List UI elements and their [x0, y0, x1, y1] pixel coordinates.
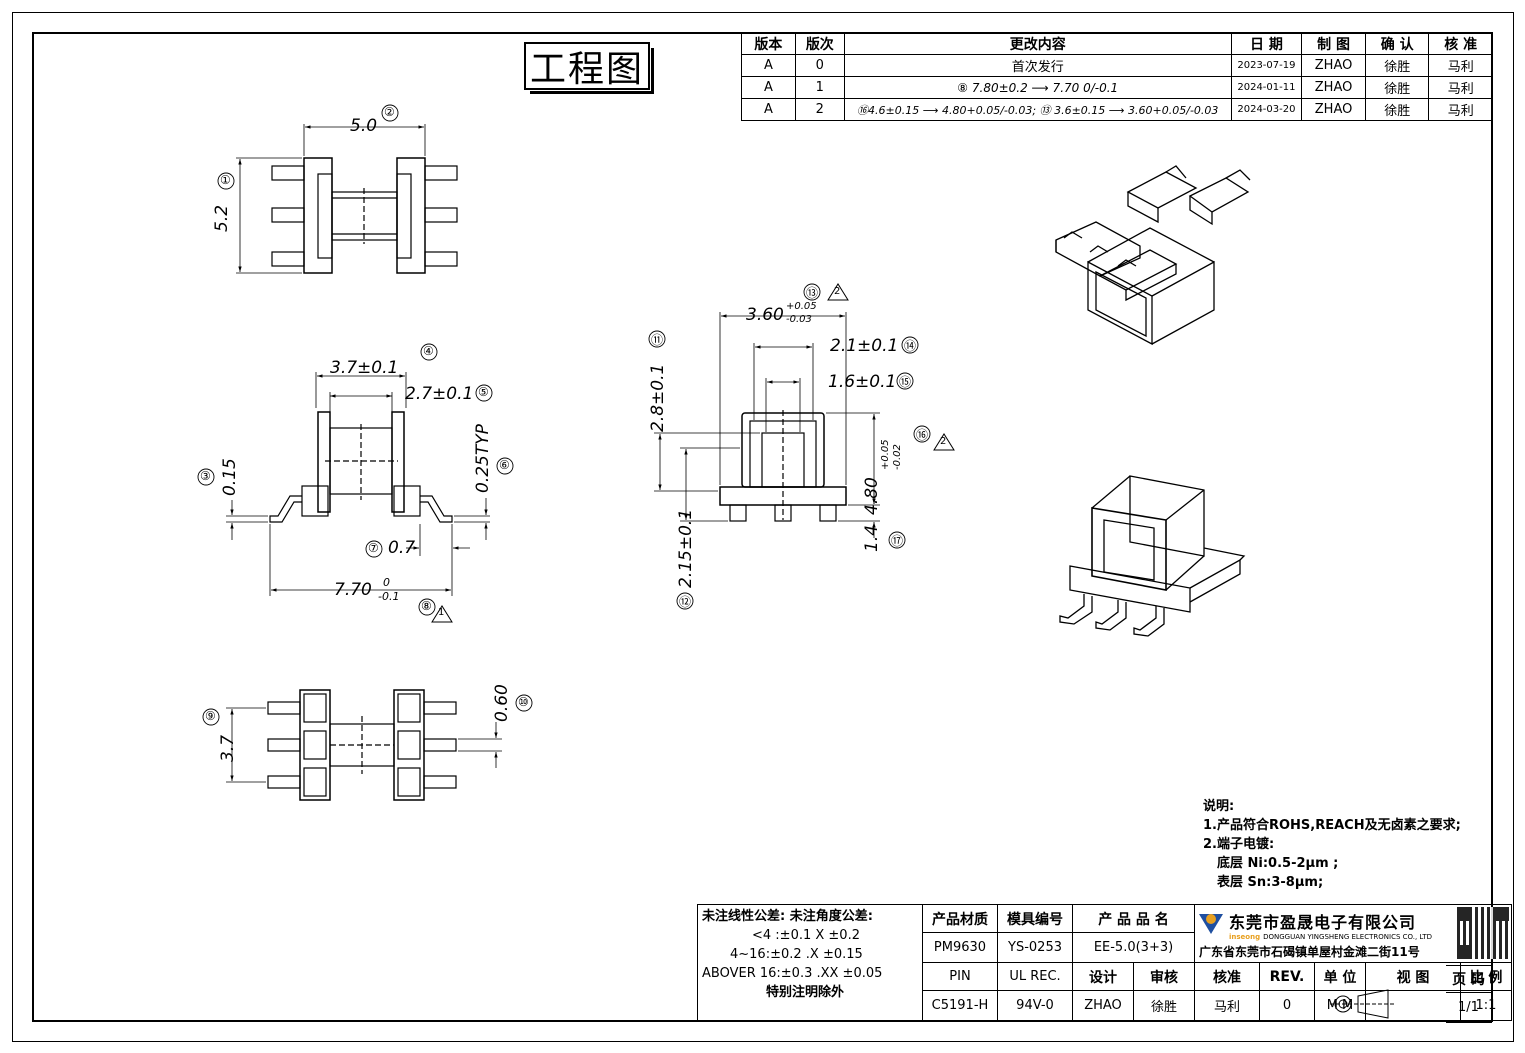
- tolerance-block: 未注线性公差: 未注角度公差: <4 :±0.1 X ±0.2 4~16:±0.…: [697, 904, 923, 1021]
- rev-header-drawn: 制 图: [1301, 32, 1366, 55]
- dim-front-h2: 2.15±0.1: [676, 508, 696, 588]
- ref-15: ⑮: [899, 375, 912, 389]
- dim-side-inner2: 2.7±0.1: [405, 384, 474, 404]
- dim-front-h3-upper: +0.05: [880, 439, 891, 470]
- ref-12: ⑫: [679, 595, 692, 609]
- ref-13: ⑬: [806, 286, 819, 300]
- dim-side-total-lower: -0.1: [378, 590, 400, 603]
- page-number: 1/1: [1446, 993, 1492, 1023]
- rev-header-date: 日 期: [1230, 32, 1303, 55]
- side-view: [226, 372, 490, 596]
- front-view: [654, 312, 880, 538]
- ref-9: ⑨: [205, 709, 216, 723]
- revision-table: 版本 版次 更改内容 日 期 制 图 确 认 核 准 A 0 首次发行 2023…: [741, 32, 1493, 121]
- qr-code-icon: [1457, 907, 1509, 959]
- ref-2: ②: [384, 105, 395, 119]
- dim-front-w3: 1.6±0.1: [828, 372, 897, 392]
- dim-side-pin-thick: 0.25TYP: [473, 424, 493, 493]
- dim-front-h1: 2.8±0.1: [648, 363, 668, 432]
- dim-front-w1-upper: +0.05: [786, 301, 817, 312]
- dim-side-total: 7.70: [334, 580, 372, 600]
- outer-border: [12, 12, 1514, 1042]
- dim-front-h3-lower: -0.02: [892, 444, 903, 470]
- dim-front-h4: 1.4: [862, 524, 882, 552]
- dim-front-h3: 4.80: [862, 477, 882, 515]
- notes: 说明: 1.产品符合ROHS,REACH及无卤素之要求; 2.端子电镀: 底层 …: [1203, 799, 1461, 890]
- dim-front-w2: 2.1±0.1: [830, 336, 899, 356]
- ref-4: ④: [423, 344, 434, 358]
- bottom-view: [226, 689, 502, 801]
- ref-1: ①: [220, 173, 231, 187]
- ref-17: ⑰: [891, 534, 904, 548]
- dim-side-pin-len: 0.7: [388, 538, 416, 558]
- rev-header-confirm: 确 认: [1364, 32, 1430, 55]
- rev-flag-2b: 2: [940, 436, 947, 447]
- ref-7: ⑦: [368, 541, 379, 555]
- dim-top-height: 5.2: [212, 204, 232, 232]
- rev-row: A 0 首次发行 2023-07-19 ZHAO 徐胜 马利: [741, 54, 1493, 77]
- ref-16: ⑯: [916, 428, 929, 442]
- ref-6: ⑥: [499, 458, 510, 472]
- ref-14: ⑭: [904, 339, 917, 353]
- dim-side-stand: 0.15: [220, 458, 240, 496]
- rev-flag-1: 1: [438, 607, 445, 618]
- title-block: 未注线性公差: 未注角度公差: <4 :±0.1 X ±0.2 4~16:±0.…: [697, 904, 1512, 1021]
- dim-bottom-pin: 0.60: [492, 684, 512, 722]
- top-view: [236, 124, 458, 274]
- ref-8: ⑧: [421, 599, 432, 613]
- rev-row: A 1 ⑧ 7.80±0.2 ⟶ 7.70 0/-0.1 2024-01-11 …: [741, 76, 1493, 99]
- ref-10: ⑩: [518, 695, 529, 709]
- dim-front-w1: 3.60: [746, 305, 784, 325]
- company-logo-icon: [1199, 912, 1225, 938]
- ref-11: ⑪: [651, 333, 664, 347]
- dim-side-inner: 3.7±0.1: [330, 358, 399, 378]
- rev-row: A 2 ⑯4.6±0.15 ⟶ 4.80+0.05/-0.03; ⑬ 3.6±0…: [741, 98, 1493, 121]
- page-label: 页 码: [1446, 965, 1492, 993]
- dim-bottom-pitch: 3.7: [218, 734, 238, 762]
- dim-ref-circles: [197, 104, 931, 726]
- dim-front-w1-lower: -0.03: [786, 314, 812, 325]
- ref-5: ⑤: [478, 385, 489, 399]
- dim-side-total-upper: 0: [383, 576, 390, 589]
- ref-3: ③: [200, 469, 211, 483]
- rev-flag-2a: 2: [834, 286, 841, 297]
- iso-view-bottom: [1059, 475, 1246, 637]
- rev-header-change: 更改内容: [843, 32, 1232, 55]
- iso-view-top: [1055, 165, 1251, 346]
- dim-top-width: 5.0: [350, 116, 378, 136]
- drawing-title: 工程图: [524, 42, 654, 94]
